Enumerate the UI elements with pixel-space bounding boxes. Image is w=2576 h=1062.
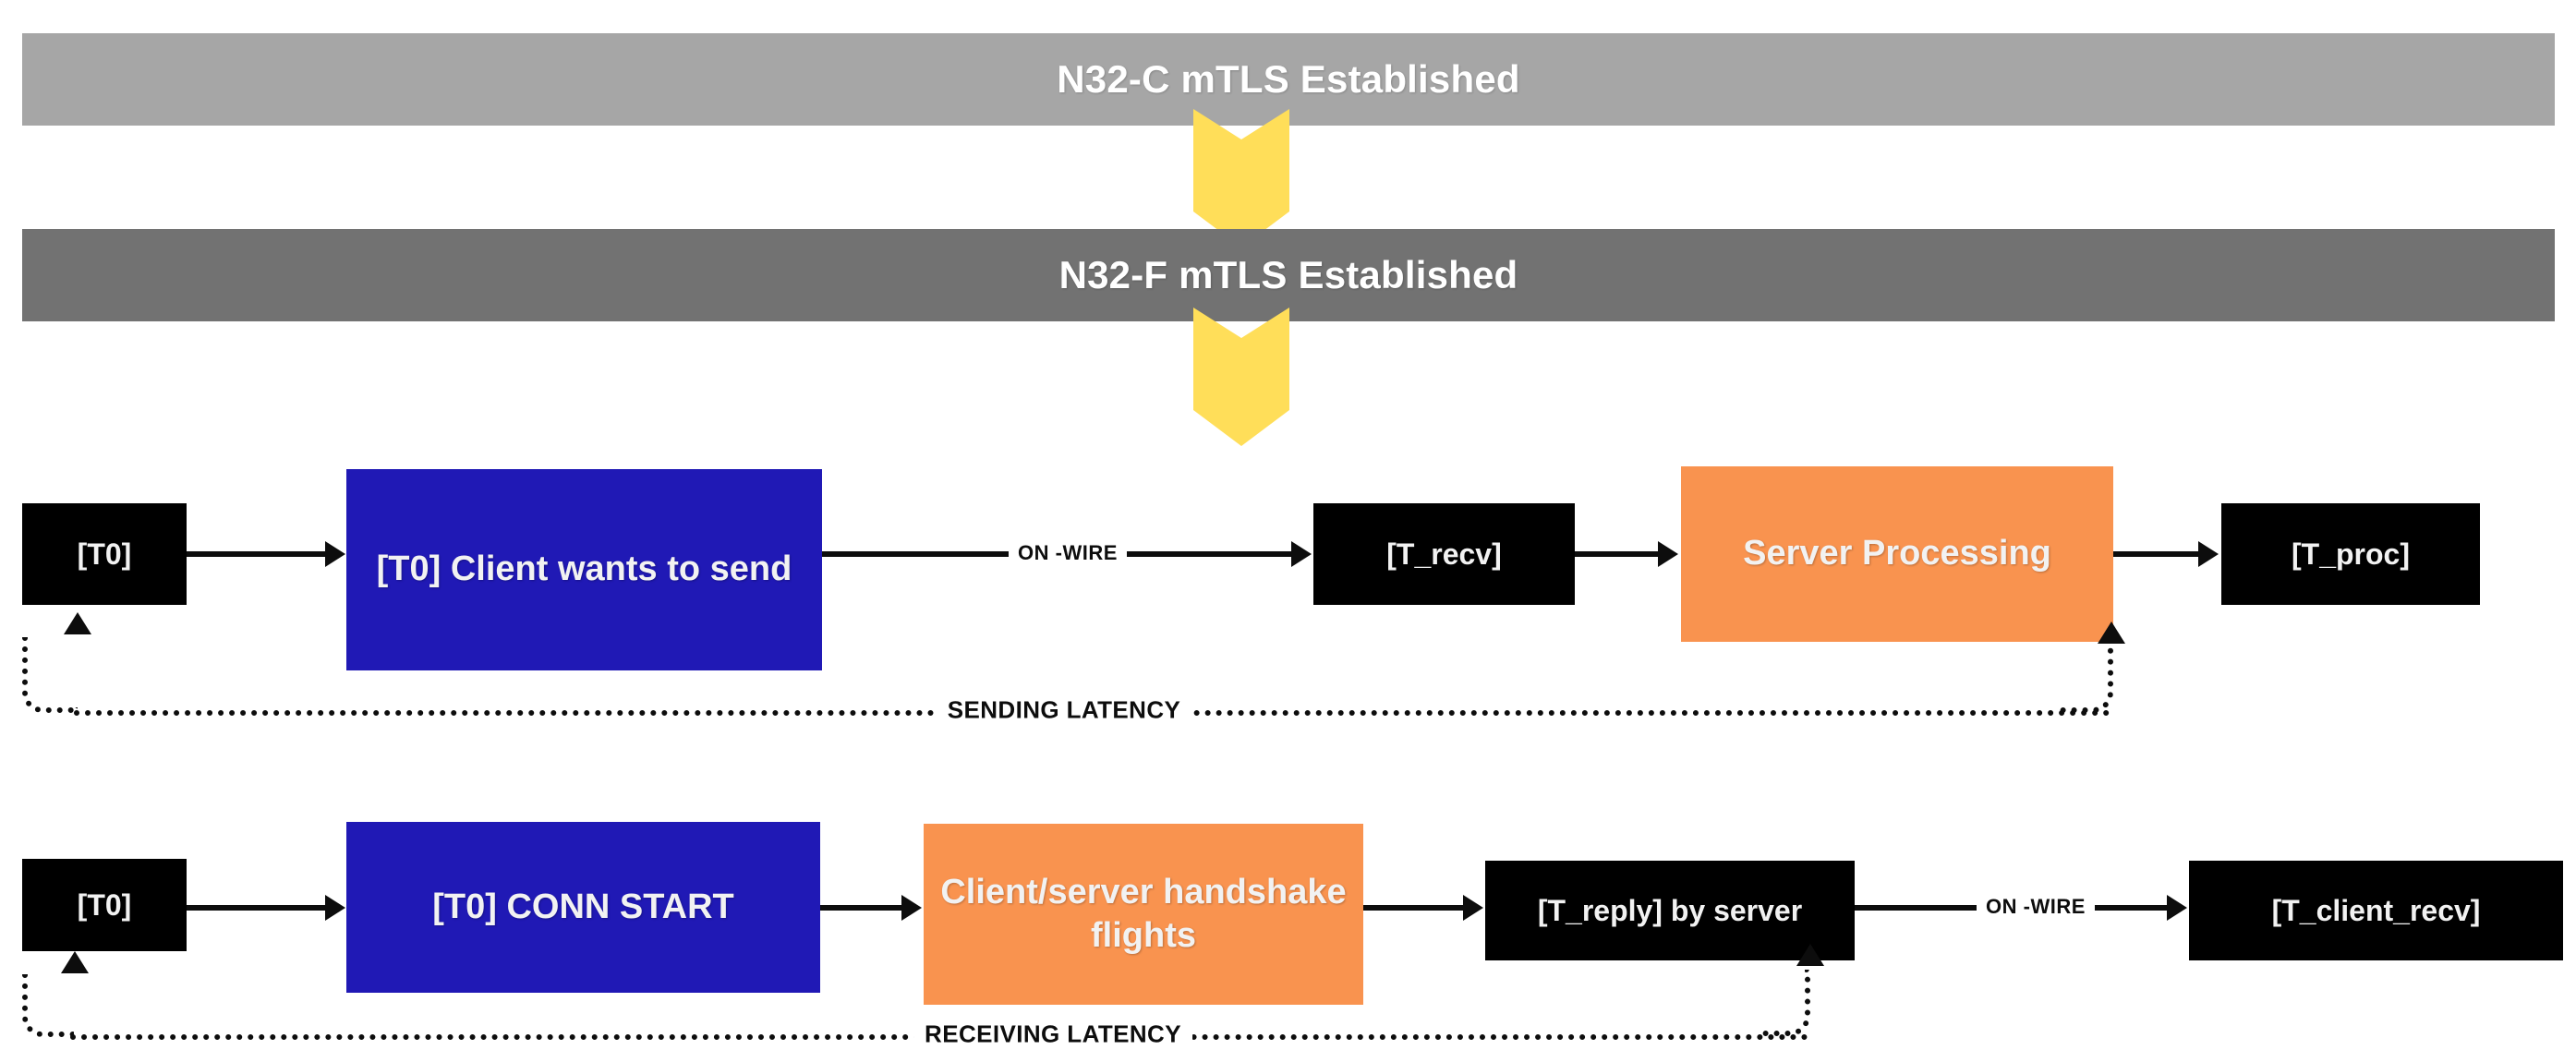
label-sending-latency: SENDING LATENCY xyxy=(936,695,1192,725)
node-t0-conn[interactable]: [T0] xyxy=(22,859,187,951)
latency-loop-left-corner xyxy=(22,637,78,713)
node-client-wants-send[interactable]: [T0] Client wants to send xyxy=(346,469,822,670)
node-t-client-recv[interactable]: [T_client_recv] xyxy=(2189,861,2563,960)
arrowhead-up-icon xyxy=(2098,622,2125,644)
chevron-down-icon xyxy=(1193,109,1289,247)
node-t0-send[interactable]: [T0] xyxy=(22,503,187,605)
arrowhead-icon xyxy=(1291,541,1312,567)
edge-server-to-tproc xyxy=(2113,551,2198,557)
latency-loop-right-corner xyxy=(2060,646,2113,713)
arrowhead-icon xyxy=(1463,895,1483,921)
edge-trecv-to-server xyxy=(1575,551,1658,557)
node-handshake-flights[interactable]: Client/server handshake flights xyxy=(924,824,1363,1005)
arrowhead-icon xyxy=(325,541,345,567)
label-receiving-latency: RECEIVING LATENCY xyxy=(913,1020,1192,1049)
node-t-recv[interactable]: [T_recv] xyxy=(1313,503,1575,605)
node-t-proc[interactable]: [T_proc] xyxy=(2221,503,2480,605)
arrowhead-up-icon xyxy=(64,612,91,634)
node-conn-start[interactable]: [T0] CONN START xyxy=(346,822,820,993)
edge-t0-to-connstart xyxy=(187,905,325,911)
edge-connstart-to-handshake xyxy=(820,905,901,911)
arrowhead-icon xyxy=(2167,895,2187,921)
chevron-down-icon xyxy=(1193,308,1289,446)
latency-loop-right-corner xyxy=(1762,970,1810,1036)
edge-handshake-to-treply xyxy=(1363,905,1463,911)
arrowhead-icon xyxy=(1658,541,1678,567)
banner-n32f-mtls: N32-F mTLS Established xyxy=(22,229,2555,321)
arrowhead-icon xyxy=(325,895,345,921)
arrowhead-up-icon xyxy=(1796,944,1824,966)
node-t-reply[interactable]: [T_reply] by server xyxy=(1485,861,1855,960)
latency-loop-left-corner xyxy=(22,974,74,1037)
edge-label-on-wire: ON -WIRE xyxy=(1977,895,2095,919)
arrowhead-icon xyxy=(2198,541,2219,567)
edge-label-on-wire: ON -WIRE xyxy=(1009,541,1127,565)
node-server-processing[interactable]: Server Processing xyxy=(1681,466,2113,642)
arrowhead-icon xyxy=(901,895,922,921)
edge-t0-to-client xyxy=(187,551,325,557)
arrowhead-up-icon xyxy=(61,951,89,973)
